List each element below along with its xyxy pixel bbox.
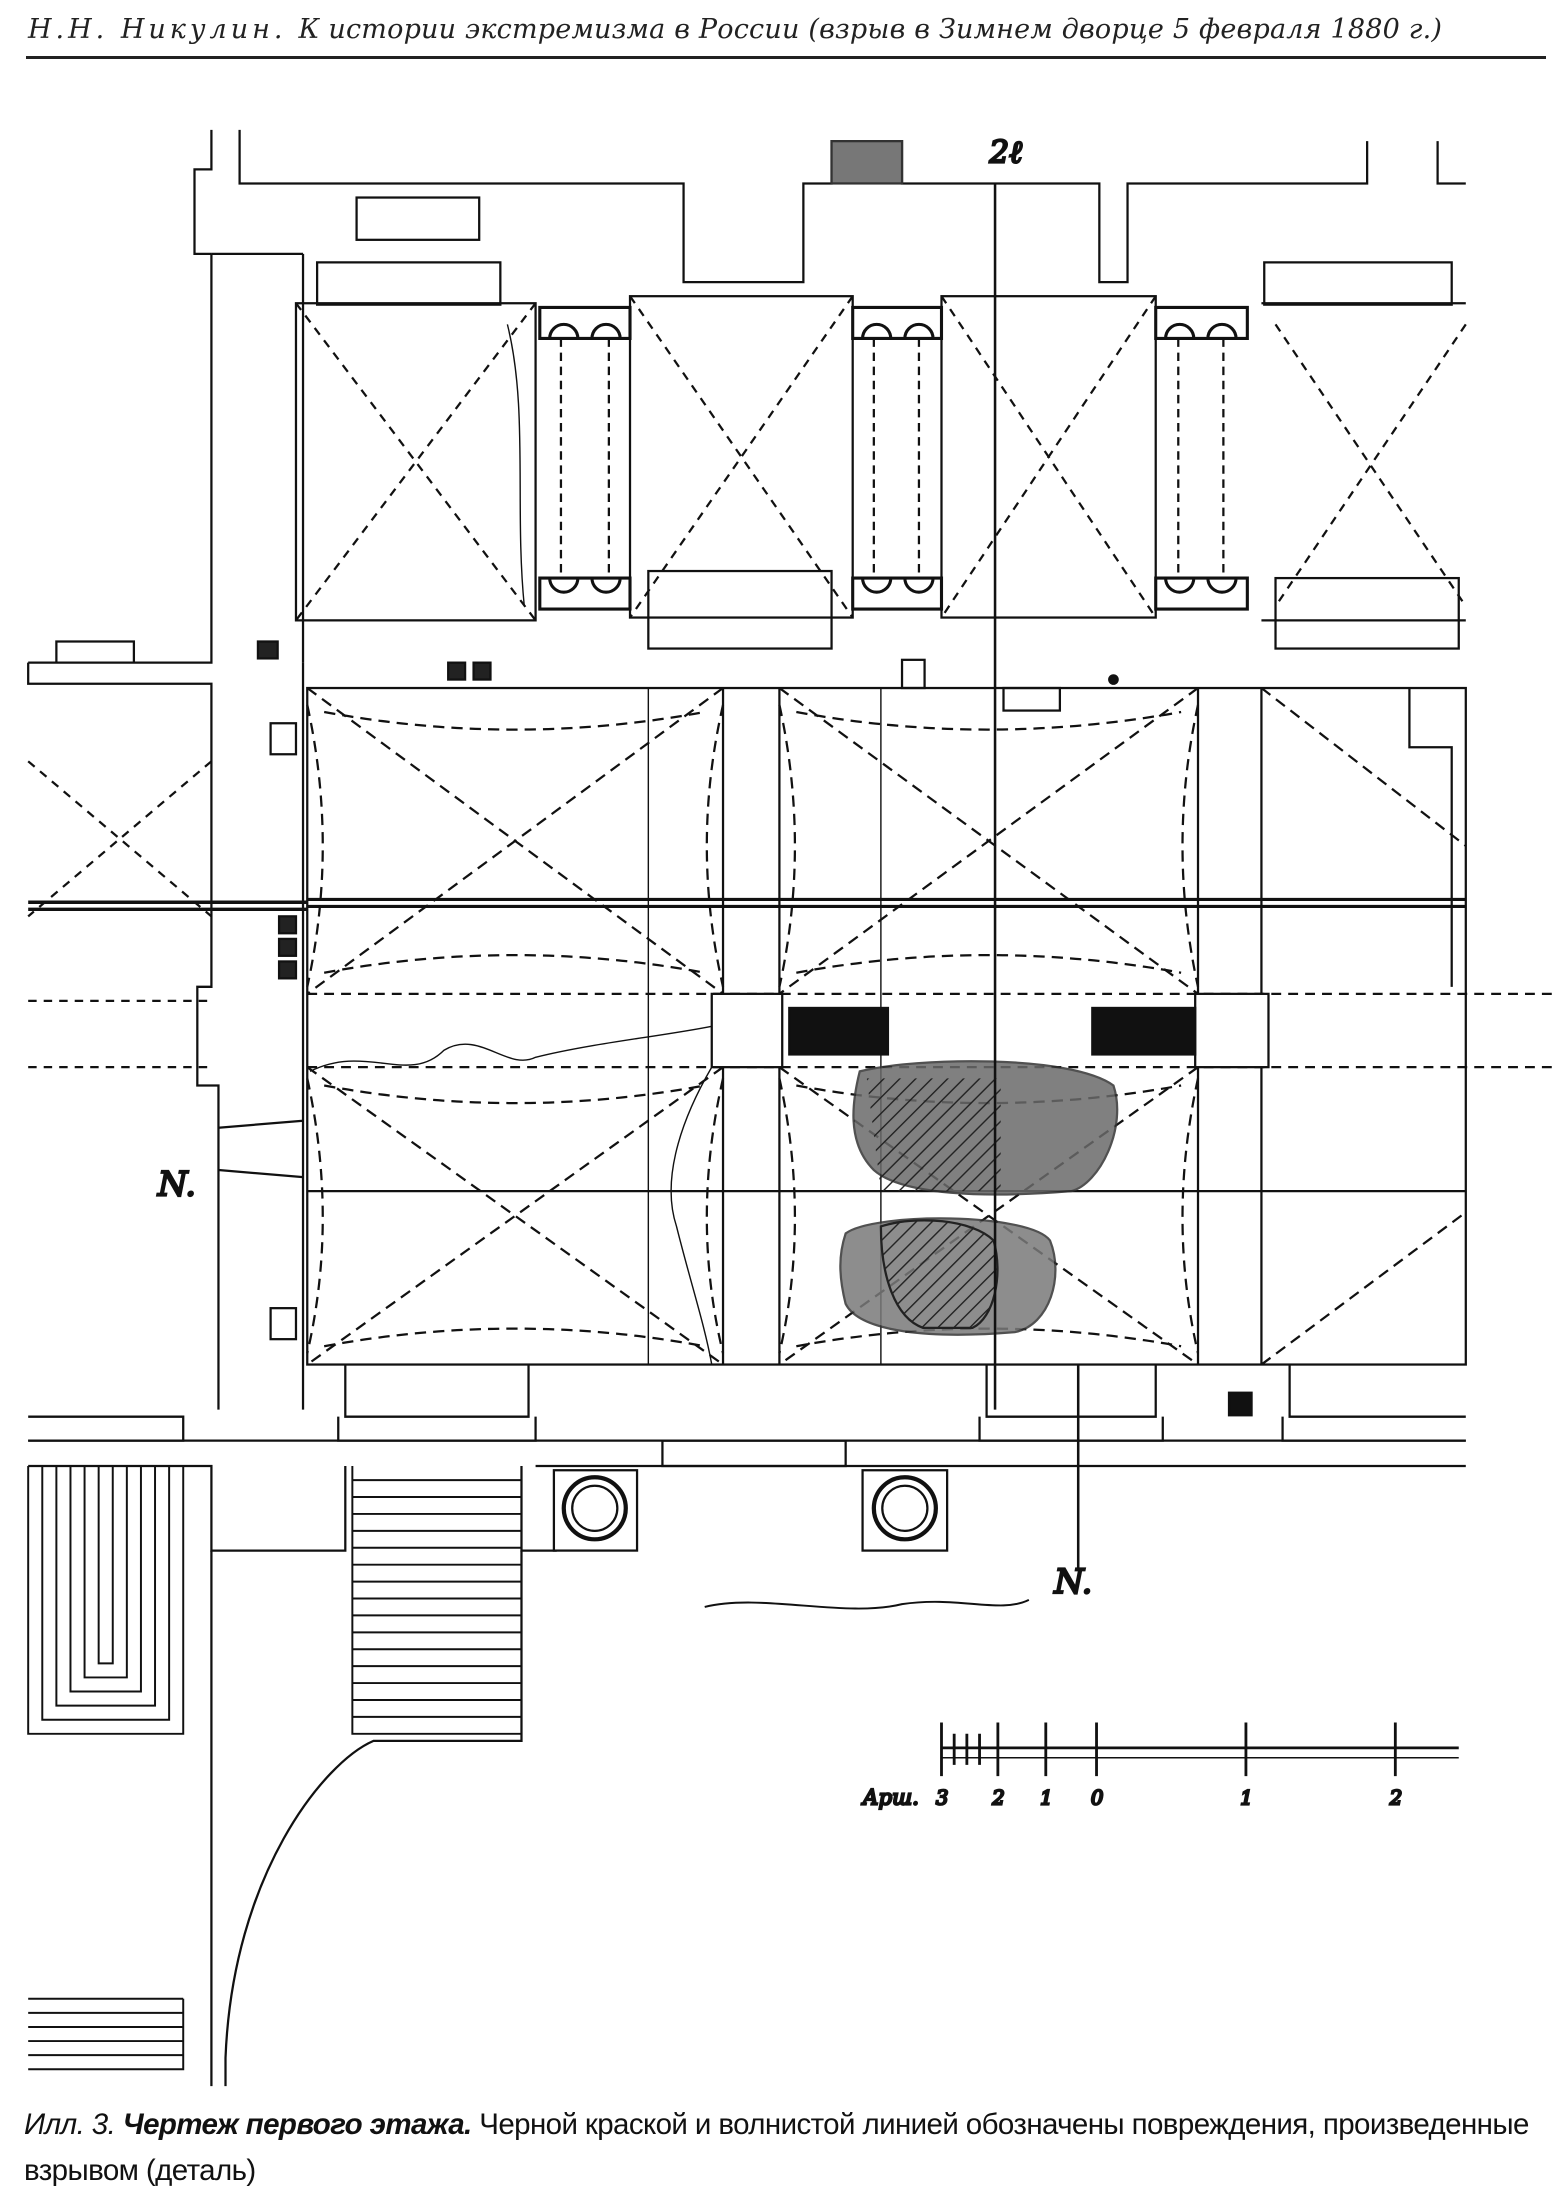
header-title: К истории экстремизма в России (взрыв в … xyxy=(298,14,1443,45)
scale-tick-label: 0 xyxy=(1091,1786,1104,1809)
bottom-facade xyxy=(27,1364,1466,2087)
top-wall xyxy=(193,129,1466,306)
figure-caption: Илл. 3. Чертеж первого этажа. Черной кра… xyxy=(24,2102,1544,2194)
running-header: Н.Н. Никулин. К истории экстремизма в Рос… xyxy=(28,14,1442,45)
scale-tick-label: 1 xyxy=(1040,1786,1053,1809)
left-corridor xyxy=(27,253,492,1410)
caption-lead: Илл. 3. xyxy=(24,2108,116,2141)
axis-label-top: 2ℓ xyxy=(988,134,1022,170)
scale-tick-label: 2 xyxy=(1389,1786,1403,1809)
scale-unit-label: Арш. xyxy=(861,1784,919,1809)
main-hall xyxy=(306,658,1556,1417)
explosion-damage xyxy=(839,1060,1119,1336)
north-label-bottom: N. xyxy=(1053,1562,1092,1601)
upper-rooms xyxy=(294,295,1467,650)
caption-title: Чертеж первого этажа. xyxy=(122,2108,472,2141)
header-rule xyxy=(26,56,1546,59)
scale-tick-label: 3 xyxy=(936,1786,949,1809)
caption-text: Черной краской и волнистой линией обозна… xyxy=(24,2108,1529,2187)
header-author: Н.Н. Никулин. xyxy=(28,14,287,45)
scale-tick-label: 2 xyxy=(991,1786,1005,1809)
scale-tick-label: 1 xyxy=(1240,1786,1253,1809)
north-label-left: N. xyxy=(157,1164,196,1203)
scale-bar: Арш. 3 2 1 0 1 2 xyxy=(859,1722,1459,1810)
handwritten-note xyxy=(704,1599,1030,1610)
